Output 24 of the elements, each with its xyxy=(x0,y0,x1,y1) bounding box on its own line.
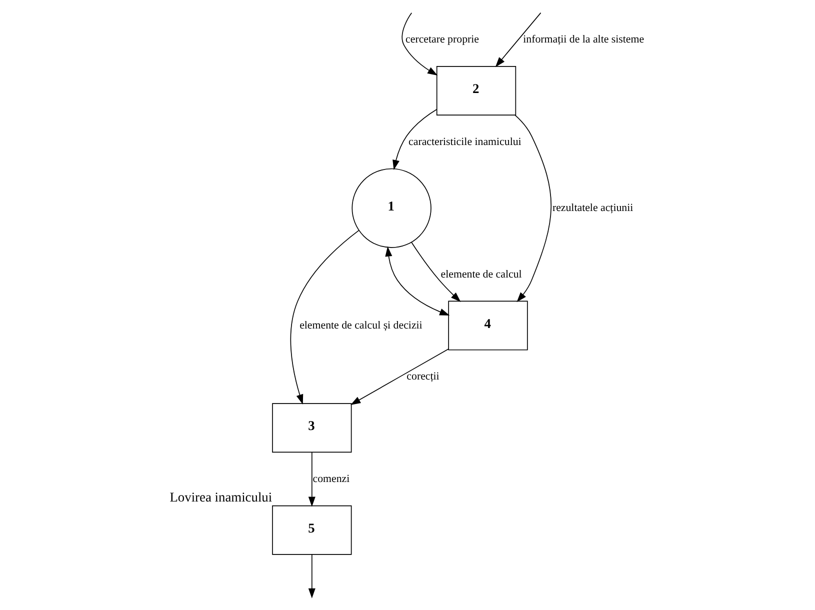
arrow xyxy=(514,114,552,302)
arrow xyxy=(385,246,450,316)
arrow xyxy=(308,554,316,598)
node-box: 5 xyxy=(272,505,352,555)
edge-label: cercetare proprie xyxy=(406,33,480,46)
arrow xyxy=(308,452,316,507)
node-box: 3 xyxy=(272,403,352,453)
edge-label: informații de la alte sisteme xyxy=(523,33,644,46)
node-label: Lovirea inamicului xyxy=(170,489,272,504)
node-box: 4 xyxy=(448,300,528,350)
arrow xyxy=(495,12,542,68)
edge-label: elemente de calcul și decizii xyxy=(300,319,422,332)
node-circle: 1 xyxy=(352,168,432,248)
arrow xyxy=(411,242,461,302)
arrow xyxy=(392,108,438,170)
edge-label: rezultatele acțiunii xyxy=(552,202,634,214)
edge-label: corecții xyxy=(406,370,440,383)
edge-label: comenzi xyxy=(312,472,350,485)
node-box: 2 xyxy=(436,66,516,116)
arrow xyxy=(402,12,438,76)
arrow xyxy=(350,348,449,405)
edge-label: caracteristicile inamicului xyxy=(408,136,522,148)
arrow xyxy=(290,230,360,405)
edge-label: elemente de calcul xyxy=(440,268,522,280)
